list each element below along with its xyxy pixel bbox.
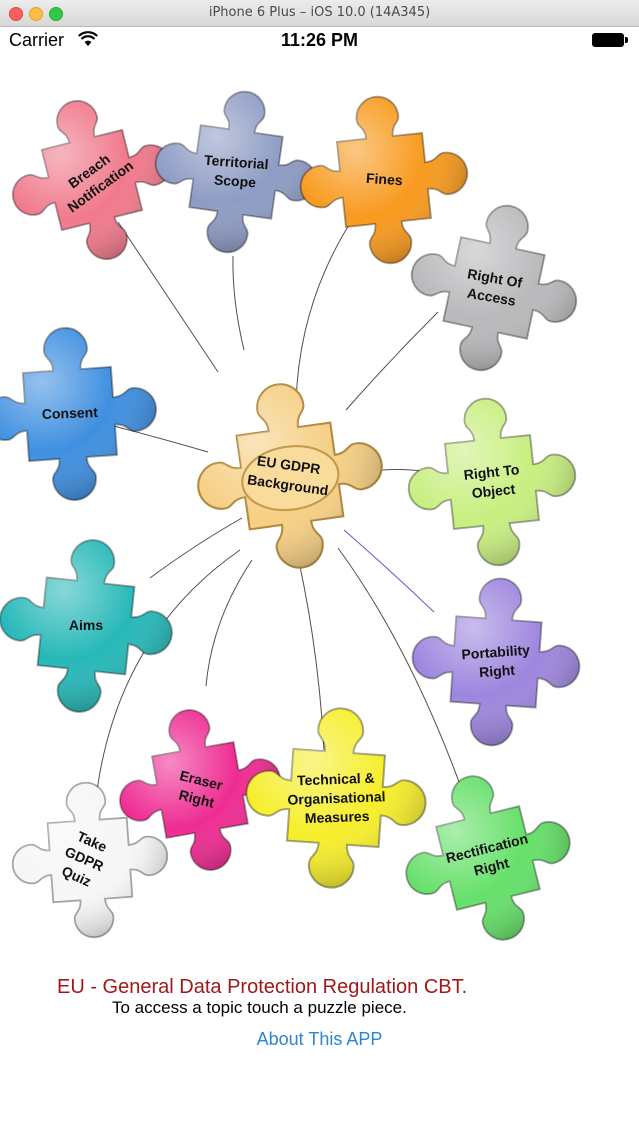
puzzle-piece-line: Object (471, 481, 516, 502)
window-title: iPhone 6 Plus – iOS 10.0 (14A345) (208, 5, 431, 20)
wifi-icon (78, 31, 98, 46)
puzzle-piece-label-portability-right: PortabilityRight (461, 642, 532, 682)
close-window-button[interactable] (9, 7, 23, 21)
puzzle-piece-label-territorial-scope: TerritorialScope (202, 152, 269, 191)
puzzle-piece-label-aims: Aims (69, 617, 103, 633)
puzzle-piece-line: Technical & (297, 770, 375, 789)
zoom-window-button[interactable] (49, 7, 63, 21)
app-title: EU - General Data Protection Regulation … (57, 976, 468, 998)
puzzle-piece-right-to-object[interactable] (399, 389, 585, 575)
status-bar: Carrier 11:26 PM (0, 26, 639, 56)
connector-fines (295, 213, 357, 431)
battery-icon (592, 33, 628, 47)
connector-access (345, 311, 439, 411)
puzzle-piece-line: Scope (214, 172, 257, 191)
connector-aims (149, 517, 243, 579)
puzzle-piece-line: Consent (42, 404, 99, 422)
connector-territorial (232, 255, 245, 351)
puzzle-piece-line: Portability (461, 642, 531, 663)
status-time: 11:26 PM (280, 30, 359, 50)
puzzle-piece-line: Right To (463, 461, 520, 483)
connector-portability (343, 529, 435, 613)
connector-breach (117, 221, 219, 373)
connector-quiz (93, 549, 241, 817)
about-app-link[interactable]: About This APP (256, 1029, 383, 1049)
puzzle-piece-label-right-to-object: Right ToObject (463, 461, 522, 502)
instructions-text: To access a topic touch a puzzle piece. (112, 998, 407, 1017)
minimize-window-button[interactable] (29, 7, 43, 21)
puzzle-piece-label-technical-organisational-measures: Technical &OrganisationalMeasures (287, 769, 387, 826)
puzzle-piece-territorial-scope[interactable] (143, 79, 329, 265)
puzzle-piece-label-fines: Fines (366, 170, 404, 189)
connector-technical (293, 539, 325, 751)
puzzle-piece-line: Organisational (287, 788, 386, 807)
center-piece-label: EU GDPR Background (246, 451, 332, 498)
carrier-label: Carrier (9, 30, 65, 50)
puzzle-piece-line: Right (479, 662, 516, 680)
center-piece[interactable] (184, 370, 396, 582)
puzzle-piece-portability-right[interactable] (405, 571, 587, 753)
connector-consent (105, 423, 209, 453)
simulator-title-bar: iPhone 6 Plus – iOS 10.0 (14A345) (0, 0, 639, 27)
puzzle-piece-line: Measures (305, 808, 370, 826)
puzzle-piece-label-consent: Consent (42, 404, 99, 422)
puzzle-piece-line: Fines (366, 170, 404, 189)
connector-eraser (205, 559, 253, 687)
puzzle-piece-line: Aims (69, 617, 103, 633)
puzzle-piece-line: Territorial (204, 152, 269, 172)
